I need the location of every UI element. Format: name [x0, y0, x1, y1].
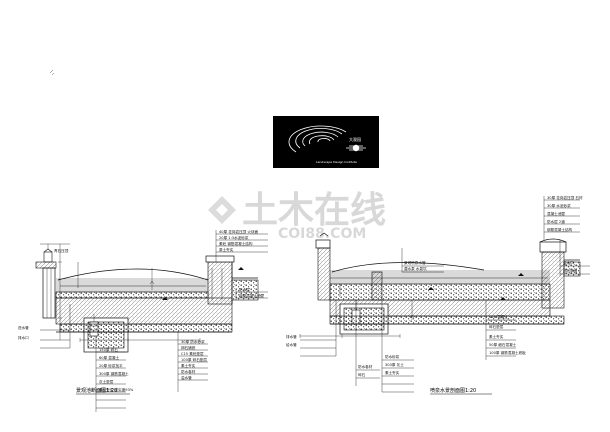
- left-label: 进水管: [18, 325, 29, 330]
- left-label: 防水层: [239, 287, 250, 292]
- left-label: 灰土垫层: [99, 379, 114, 384]
- left-label: 100厚 碎石垫层: [181, 357, 207, 362]
- right-label: 溢水口: [563, 260, 574, 265]
- left-label: 素砼 钢筋混凝土结构: [219, 241, 253, 246]
- left-label: 素土夯实 密实度93%: [99, 387, 134, 392]
- left-top-label: 青石压顶: [54, 248, 69, 253]
- right-label: 钢筋混凝土结构: [547, 227, 573, 232]
- right-label: 景观喷泉水管: [404, 260, 426, 265]
- right-label: 卵石铺面: [563, 268, 578, 273]
- right-label: 30厚 花岗岩压顶 石材: [547, 195, 583, 200]
- watermark: 土木在线 COI88.COM: [208, 190, 386, 242]
- right-label: 给水管: [286, 342, 297, 347]
- watermark-main-text: 土木在线: [242, 190, 386, 231]
- left-section-drawing: 青石压顶 40厚 花岗岩压顶 火烧面 20厚 1:3水泥砂浆 素砼 钢筋混凝土结…: [18, 229, 268, 412]
- logo-name: 大观园: [349, 136, 361, 142]
- left-label: 20厚 1:3水泥砂浆: [219, 235, 249, 240]
- right-label: 防水卷材: [358, 364, 373, 369]
- left-section-title: 景观池断面图1:20: [76, 387, 117, 394]
- logo-tagline: Landscape Design Institute: [316, 160, 357, 164]
- left-label: 卵石铺底: [181, 345, 196, 350]
- right-label: 潜水泵 水泵坑: [404, 266, 427, 271]
- left-label: C15 素砼垫层: [181, 351, 204, 356]
- logo-swirl: [288, 125, 347, 153]
- left-label: 30厚 防水砂浆: [181, 339, 205, 344]
- corner-mark: [49, 69, 55, 76]
- left-label: 40厚 花岗岩压顶 火烧面: [219, 229, 259, 234]
- right-label: C20 混凝土: [489, 314, 508, 319]
- right-label: 碎石: [358, 372, 366, 377]
- right-label: 防水砂浆: [385, 354, 400, 359]
- left-label: 300厚 钢筋混凝土: [99, 371, 129, 376]
- left-label: 素土夯实: [181, 363, 196, 368]
- left-label: 20厚 砂浆找平: [99, 363, 123, 368]
- right-label: 碎石垫层: [489, 324, 504, 329]
- right-label: 50厚 细石混凝土: [489, 342, 517, 347]
- right-section-drawing: 30厚 花岗岩压顶 石材 30厚 水泥砂浆 混凝土池壁 防水层 2道 钢筋混凝土…: [286, 195, 590, 395]
- left-label: 60厚 混凝土: [99, 355, 119, 360]
- logo-emblem-icon: [346, 144, 366, 152]
- watermark-logo-icon: [208, 196, 236, 224]
- right-label: 防水层 2道: [547, 219, 565, 224]
- left-label: 150厚 碎石: [99, 347, 118, 352]
- logo-block: 大观园 Landscape Design Institute: [273, 116, 379, 168]
- right-label: 素土夯实: [385, 370, 400, 375]
- right-section-title: 喷泉水景剖面图1:20: [430, 387, 476, 394]
- right-label: 100厚 钢筋混凝土底板: [489, 350, 526, 355]
- left-label: 钢筋混凝土池壁: [239, 293, 265, 298]
- right-label: 300厚 灰土: [385, 362, 404, 367]
- left-label: 防水卷材: [181, 369, 196, 374]
- right-label: 混凝土池壁: [547, 211, 565, 216]
- left-label: 溢水管: [181, 375, 192, 380]
- left-label: 原土夯实: [219, 247, 234, 252]
- right-label: 排水管: [286, 334, 297, 339]
- right-label: 素土夯实: [489, 334, 504, 339]
- right-label: 30厚 水泥砂浆: [547, 203, 571, 208]
- left-label: 排水口: [18, 335, 29, 340]
